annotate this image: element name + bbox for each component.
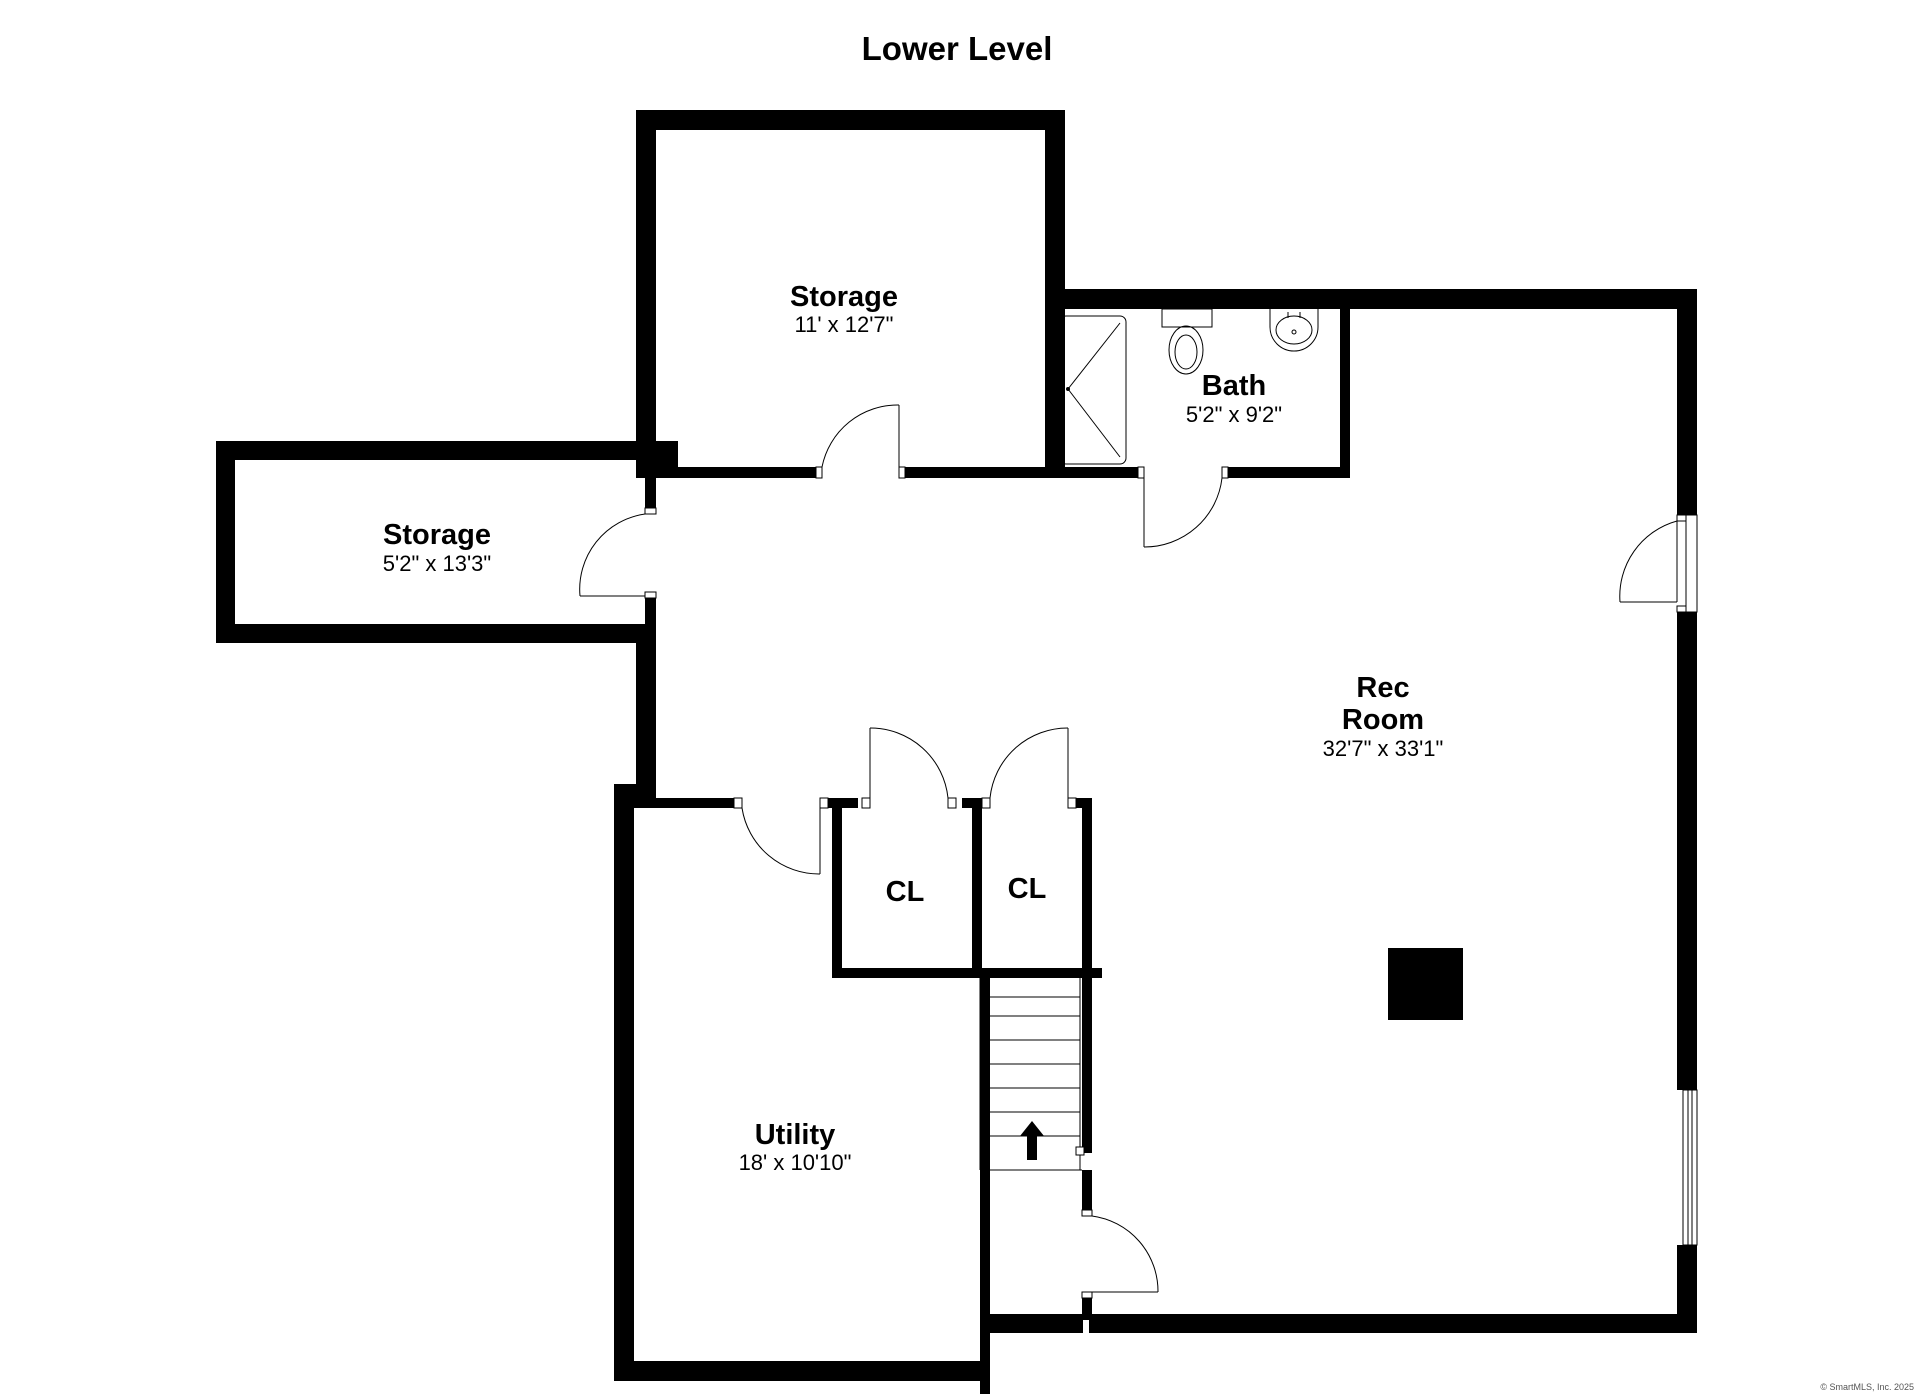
room-storage-upper: Storage 11' x 12'7" — [790, 281, 898, 337]
room-name: Storage — [383, 519, 491, 551]
fixture-square-icon — [1388, 948, 1463, 1020]
stairs-up-arrow-icon — [1020, 1121, 1044, 1160]
room-storage-left: Storage 5'2" x 13'3" — [383, 519, 491, 576]
room-name: Bath — [1202, 370, 1266, 402]
room-name: Utility — [755, 1119, 836, 1151]
room-rec-room: Rec Room 32'7" x 33'1" — [1323, 672, 1444, 761]
room-dims: 5'2" x 9'2" — [1186, 402, 1282, 427]
toilet-icon — [1161, 308, 1213, 375]
room-name: Rec — [1356, 672, 1409, 704]
door-swings — [579, 404, 1698, 1293]
shower-icon — [1059, 315, 1127, 465]
room-utility: Utility 18' x 10'10" — [739, 1119, 852, 1175]
room-closet-1: CL — [886, 876, 925, 908]
room-dims: 32'7" x 33'1" — [1323, 736, 1444, 761]
sink-icon — [1269, 309, 1319, 352]
room-dims: 11' x 12'7" — [795, 312, 894, 337]
room-name-line2: Room — [1342, 704, 1424, 736]
room-name: CL — [1008, 873, 1047, 905]
window — [1682, 1089, 1698, 1246]
room-closet-2: CL — [1008, 873, 1047, 905]
room-bath: Bath 5'2" x 9'2" — [1186, 370, 1282, 427]
door-jambs — [644, 466, 1698, 1299]
stairs — [979, 978, 1085, 1171]
walls — [216, 110, 1697, 1394]
room-dims: 5'2" x 13'3" — [383, 551, 491, 576]
copyright: © SmartMLS, Inc. 2025 — [1820, 1382, 1914, 1392]
room-name: Storage — [790, 281, 898, 313]
room-dims: 18' x 10'10" — [739, 1150, 852, 1175]
room-name: CL — [886, 876, 925, 908]
plan-title: Lower Level — [862, 30, 1053, 67]
